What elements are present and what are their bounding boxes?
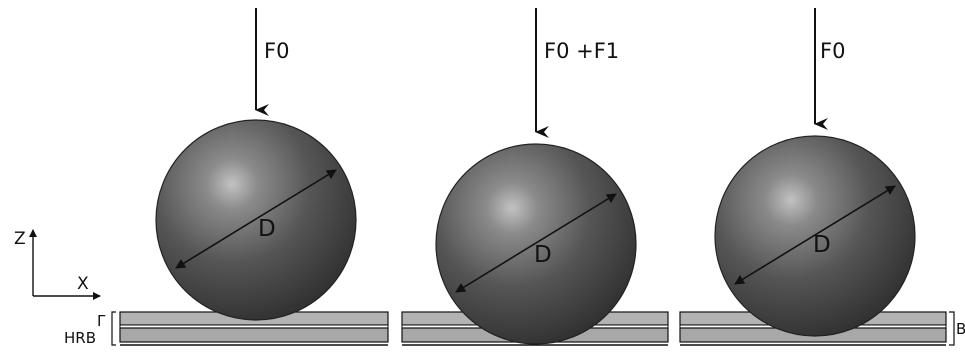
panel-1: F0 D — [155, 8, 357, 321]
x-axis-label: X — [77, 274, 89, 294]
diameter-label-1: D — [258, 216, 276, 242]
force-label-3: F0 — [820, 39, 845, 63]
plate-segment-left — [119, 311, 389, 346]
gamma-label: Γ — [97, 312, 106, 330]
left-bracket — [111, 311, 116, 346]
diameter-arrow-1 — [175, 169, 337, 269]
hrb-label: HRB — [64, 329, 96, 347]
panel-3: F0 D — [714, 8, 916, 337]
panel-2: F0 +F1 D — [435, 8, 637, 345]
diameter-label-2: D — [534, 242, 552, 268]
force-label-1: F0 — [264, 39, 289, 63]
side-labels: Γ HRB B — [64, 312, 965, 347]
z-axis-label: Z — [14, 229, 26, 249]
diameter-arrow-3 — [734, 185, 896, 285]
axis-indicator: Z X — [14, 229, 101, 300]
force-label-2: F0 +F1 — [544, 39, 619, 63]
right-bracket — [949, 311, 955, 346]
b-label: B — [956, 320, 965, 338]
diameter-label-3: D — [813, 232, 831, 258]
diameter-arrow-2 — [455, 193, 617, 293]
indenter-ball-1 — [155, 119, 357, 321]
